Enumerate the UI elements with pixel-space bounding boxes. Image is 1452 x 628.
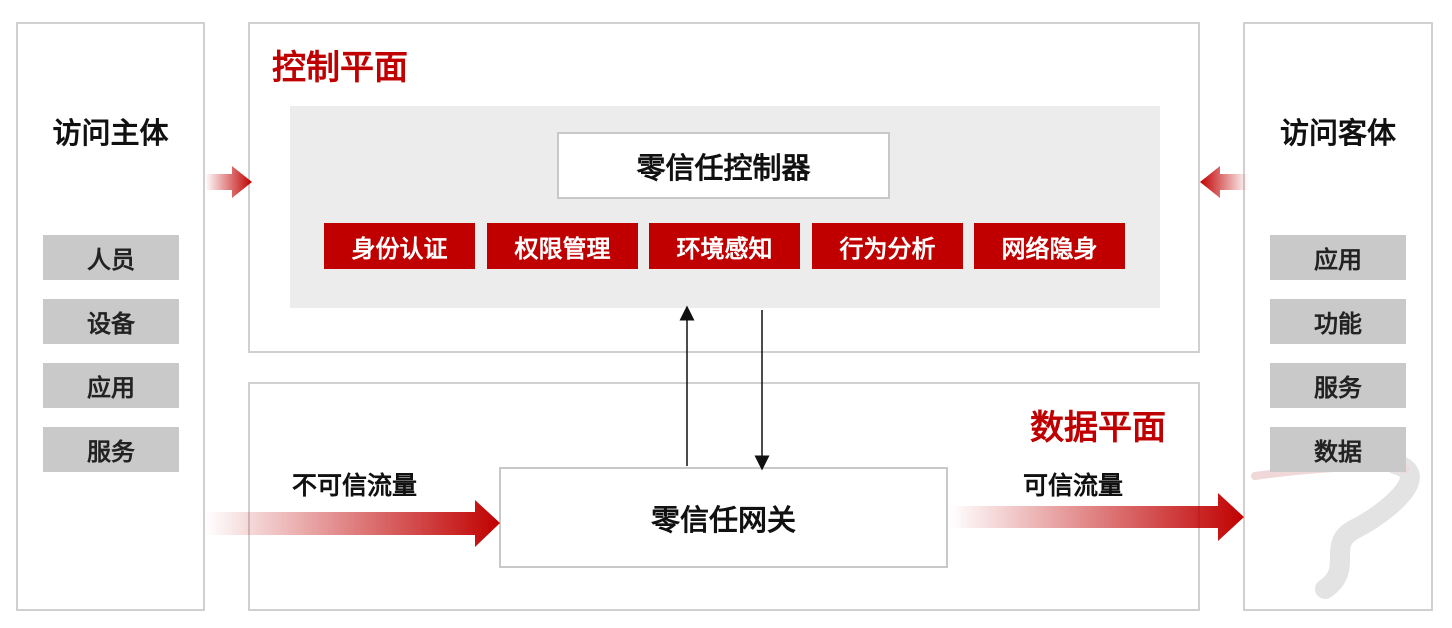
trusted-flow-arrow [950, 493, 1244, 541]
object-item-service: 服务 [1270, 363, 1406, 408]
module-identity-auth: 身份认证 [324, 223, 475, 269]
module-env-awareness: 环境感知 [649, 223, 800, 269]
object-item-data: 数据 [1270, 427, 1406, 472]
subject-item-personnel: 人员 [43, 235, 179, 280]
subject-item-service: 服务 [43, 427, 179, 472]
subject-to-control-arrow [205, 166, 252, 198]
module-network-stealth: 网络隐身 [974, 223, 1125, 269]
zero-trust-gateway: 零信任网关 [499, 467, 948, 568]
access-subject-panel: 访问主体 人员 设备 应用 服务 [16, 22, 205, 611]
access-object-panel: 访问客体 应用 功能 服务 数据 [1243, 22, 1433, 611]
module-behavior-analysis: 行为分析 [812, 223, 963, 269]
object-item-application: 应用 [1270, 235, 1406, 280]
trusted-flow-label: 可信流量 [1023, 471, 1124, 500]
object-item-function: 功能 [1270, 299, 1406, 344]
control-plane-title: 控制平面 [272, 48, 408, 88]
module-permission-mgmt: 权限管理 [487, 223, 638, 269]
object-to-control-arrow [1200, 166, 1248, 198]
data-plane-title: 数据平面 [1030, 408, 1166, 448]
zero-trust-controller: 零信任控制器 [557, 132, 890, 199]
subject-item-device: 设备 [43, 299, 179, 344]
untrusted-flow-arrow [205, 500, 500, 547]
subject-item-application: 应用 [43, 363, 179, 408]
access-subject-title: 访问主体 [52, 116, 169, 150]
untrusted-flow-label: 不可信流量 [292, 471, 418, 500]
access-object-title: 访问客体 [1279, 116, 1396, 150]
